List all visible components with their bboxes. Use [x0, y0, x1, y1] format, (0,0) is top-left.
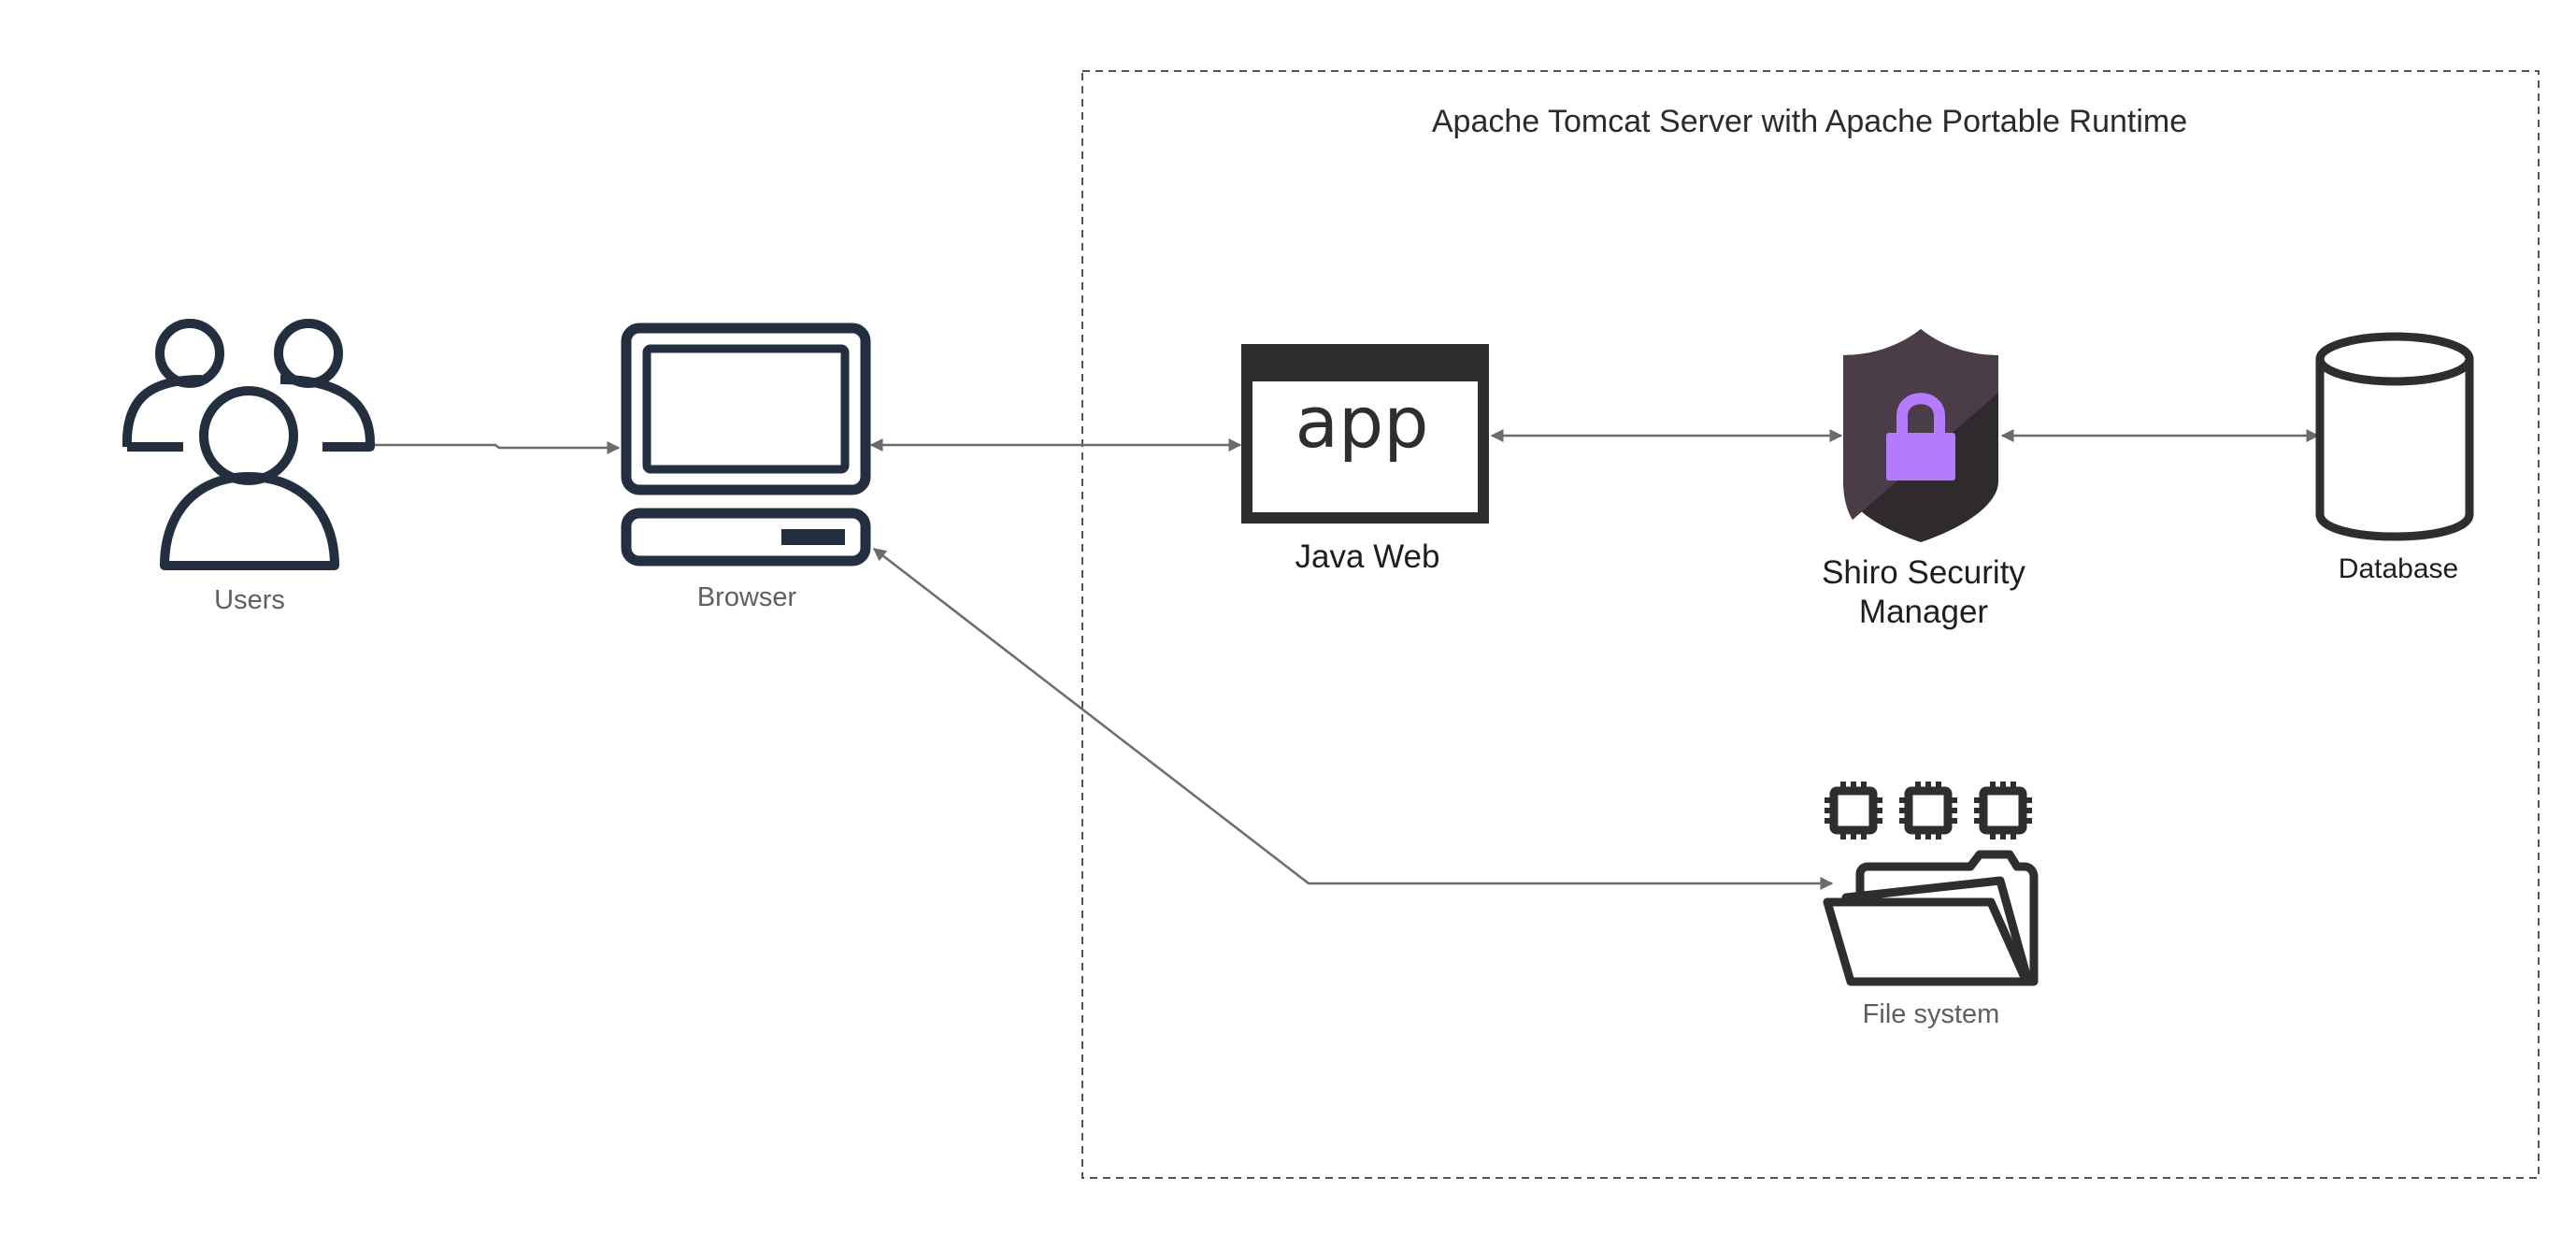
connectors	[372, 429, 2320, 890]
tomcat-server-boundary	[1081, 70, 2540, 1179]
shield-lock-icon	[1843, 329, 1998, 542]
users-icon	[122, 319, 376, 570]
boundary-title: Apache Tomcat Server with Apache Portabl…	[1432, 104, 2187, 139]
folder-icon	[1823, 850, 2039, 986]
edge-browser-filesystem	[872, 548, 1834, 890]
shiro-label-line2: Manager	[1858, 594, 1989, 630]
database-cylinder-icon	[2315, 332, 2474, 541]
database-label: Database	[2338, 553, 2459, 584]
chip-pins	[1825, 782, 2032, 839]
shiro-label-line1: Shiro Security	[1822, 554, 2025, 591]
app-icon-text: app	[1295, 380, 1428, 464]
browser-label: Browser	[696, 582, 797, 612]
file-system-label: File system	[1862, 999, 2000, 1029]
folder-chips-icon	[1823, 782, 2039, 986]
desktop-computer-icon	[621, 323, 871, 567]
java-web-label: Java Web	[1295, 538, 1440, 575]
chip-icon	[1829, 786, 2027, 835]
edge-users-browser	[372, 441, 621, 454]
users-label: Users	[214, 585, 285, 615]
app-window-icon: app	[1241, 344, 1489, 524]
